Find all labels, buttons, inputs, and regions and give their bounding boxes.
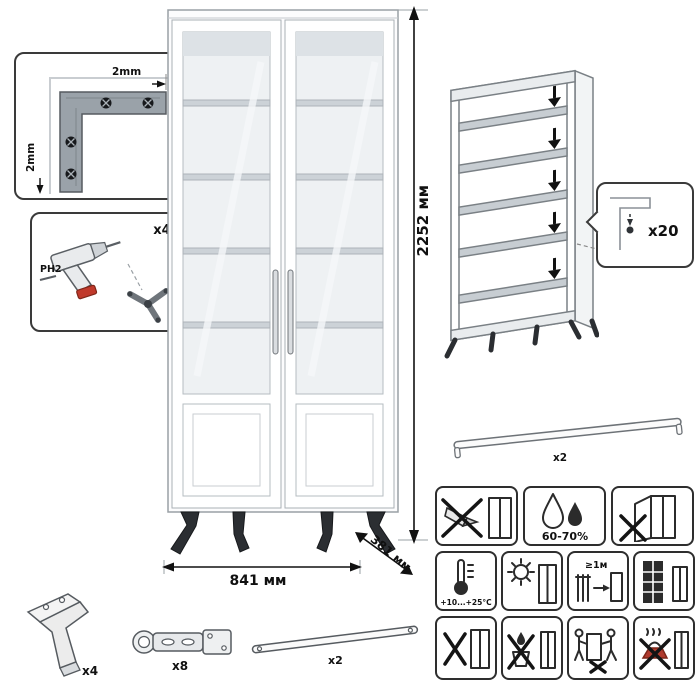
care-icon-no-hot-objects xyxy=(633,616,695,680)
cabinet-front-view xyxy=(167,9,399,555)
corner-bracket-drawing: 2mm 2mm xyxy=(25,66,174,194)
no-wet-cleaning-icon xyxy=(507,631,556,670)
drill-drawing: x4 PH2 xyxy=(39,223,171,323)
corner-bracket-detail-box: 2mm 2mm xyxy=(14,52,186,200)
leg-count-label: x4 xyxy=(82,664,98,678)
support-rail xyxy=(251,625,419,654)
corner-side-dimension: 2mm xyxy=(25,143,37,172)
drill-icon xyxy=(50,241,121,300)
care-icon-carry-do-not-drag xyxy=(567,616,629,680)
hinge-plate xyxy=(202,629,232,655)
handle-part-drawing: x2 xyxy=(453,417,683,464)
heat-distance-icon: ≥1м xyxy=(575,560,623,602)
cabinet-legs xyxy=(170,511,396,555)
width-dimension-arrow xyxy=(162,560,362,574)
hinge-count-label: x8 xyxy=(172,659,188,673)
care-icon-humidity: 60-70% xyxy=(523,486,606,546)
loose-shelves xyxy=(458,105,568,305)
humidity-range-icon: 60-70% xyxy=(541,493,588,542)
hinge-part-drawing: x8 xyxy=(132,629,232,673)
radiator-glyph xyxy=(575,574,591,602)
care-icon-heat-distance: ≥1м xyxy=(567,551,629,611)
height-dimension-arrow xyxy=(398,6,428,544)
care-icon-no-overload xyxy=(435,616,497,680)
shelf-pin-callout: x20 xyxy=(585,182,694,268)
hinge-arm xyxy=(152,632,204,652)
handle-bar xyxy=(453,417,682,450)
carry-do-not-drag-icon xyxy=(574,628,617,674)
care-icon-wall-clearance xyxy=(633,551,695,611)
leg-part-drawing: x4 xyxy=(26,593,98,678)
care-icon-no-door-strain xyxy=(611,486,694,546)
insert-direction-arrows xyxy=(548,85,561,280)
corner-bracket xyxy=(59,91,167,193)
corner-top-dimension: 2mm xyxy=(112,66,141,78)
handle-count-label: x2 xyxy=(553,452,567,464)
leg-foot xyxy=(59,661,81,677)
right-door-handle xyxy=(287,269,294,355)
distance-label: ≥1м xyxy=(585,560,607,571)
care-icon-no-wet-cleaning xyxy=(501,616,563,680)
rail-count-label: x2 xyxy=(328,654,343,667)
care-icon-no-sharp-tools xyxy=(435,486,518,546)
wall-clearance-icon xyxy=(643,561,688,603)
drill-step-count-label: x4 xyxy=(153,223,170,238)
rail-part-drawing: x2 xyxy=(251,625,419,667)
perspective-legs xyxy=(444,318,599,359)
care-icon-temperature: +10...+25°С xyxy=(435,551,497,611)
temperature-label: +10...+25°С xyxy=(440,598,492,607)
shelf-pin-icon xyxy=(626,226,634,234)
no-sharp-tools-icon xyxy=(440,497,512,539)
bit-icon xyxy=(39,275,57,281)
depth-dimension-arrow xyxy=(355,532,413,575)
no-hot-objects-icon xyxy=(639,628,689,670)
shelf-installation-view xyxy=(444,69,599,359)
care-icon-avoid-sunlight xyxy=(501,551,563,611)
bit-type-label: PH2 xyxy=(40,264,62,275)
height-dimension-label: 2252 мм xyxy=(414,185,432,257)
avoid-sunlight-icon xyxy=(507,558,557,604)
shelf-pin-count-label: x20 xyxy=(648,222,679,240)
drill-step-box: x4 PH2 xyxy=(30,212,186,332)
temperature-range-icon: +10...+25°С xyxy=(440,559,492,607)
no-door-strain-icon xyxy=(618,495,676,542)
no-overload-icon xyxy=(443,629,490,669)
width-dimension-label: 841 мм xyxy=(229,573,287,589)
humidity-label: 60-70% xyxy=(541,530,587,542)
shelf-pin-drawing: x20 xyxy=(610,197,679,250)
left-door-handle xyxy=(272,269,279,355)
leg-strap xyxy=(38,601,90,670)
